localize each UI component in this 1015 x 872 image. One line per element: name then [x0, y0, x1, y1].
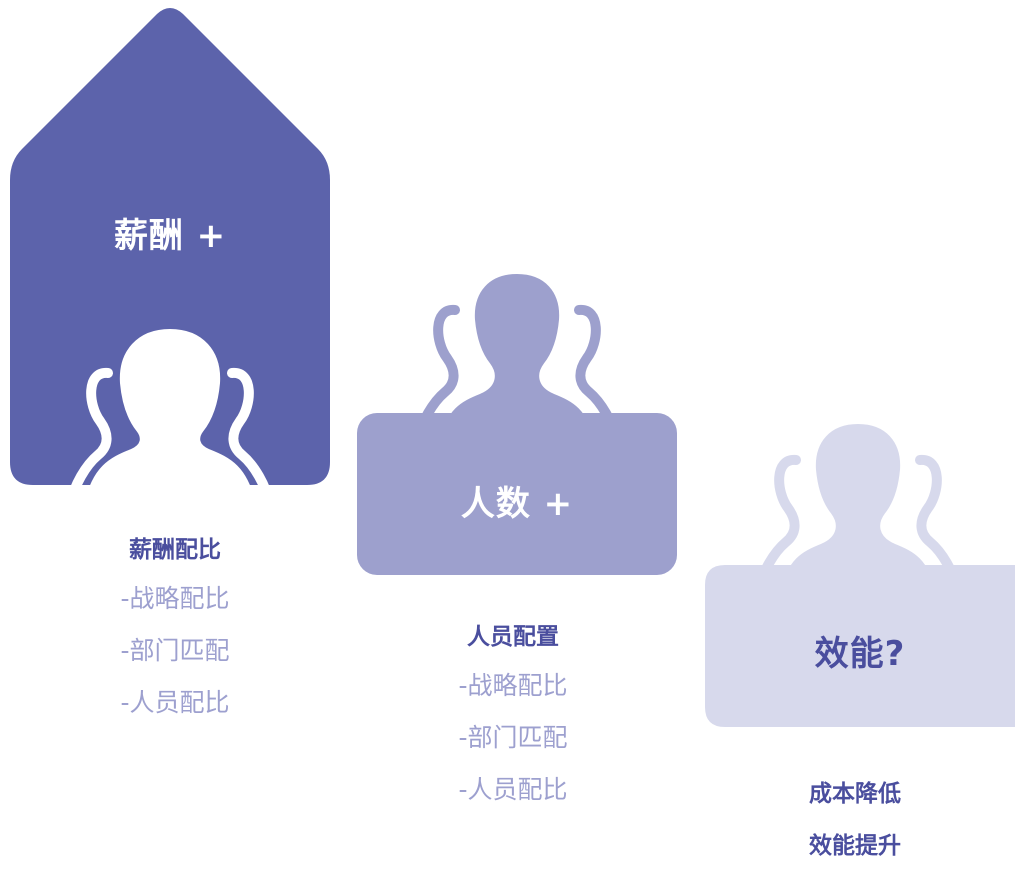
efficiency-label: 效能?	[814, 634, 906, 674]
headcount-label: 人数 +	[460, 484, 574, 524]
salary-caption-item: -人员配比	[120, 688, 230, 717]
salary-caption-item: -战略配比	[120, 584, 230, 613]
salary-caption-title: 薪酬配比	[129, 537, 221, 563]
headcount-caption: 人员配置 -战略配比 -部门匹配 -人员配比	[398, 614, 628, 816]
headcount-caption-title: 人员配置	[467, 624, 559, 650]
salary-block	[10, 8, 330, 515]
salary-caption-item: -部门匹配	[120, 636, 230, 665]
efficiency-block	[705, 416, 1015, 727]
headcount-block	[357, 266, 677, 575]
salary-label: 薪酬 +	[113, 216, 227, 256]
headcount-box	[357, 413, 677, 575]
efficiency-caption: 成本降低 效能提升	[740, 768, 970, 872]
salary-caption: 薪酬配比 -战略配比 -部门匹配 -人员配比	[60, 527, 290, 729]
headcount-caption-item: -部门匹配	[458, 723, 568, 752]
headcount-caption-item: -战略配比	[458, 671, 568, 700]
salary-base-mask	[10, 485, 330, 515]
efficiency-caption-line: 效能提升	[809, 833, 901, 859]
salary-house-shape	[10, 8, 330, 485]
efficiency-box	[705, 565, 1015, 727]
efficiency-people-icon	[753, 416, 963, 597]
efficiency-caption-line: 成本降低	[809, 781, 901, 807]
headcount-caption-item: -人员配比	[458, 775, 568, 804]
